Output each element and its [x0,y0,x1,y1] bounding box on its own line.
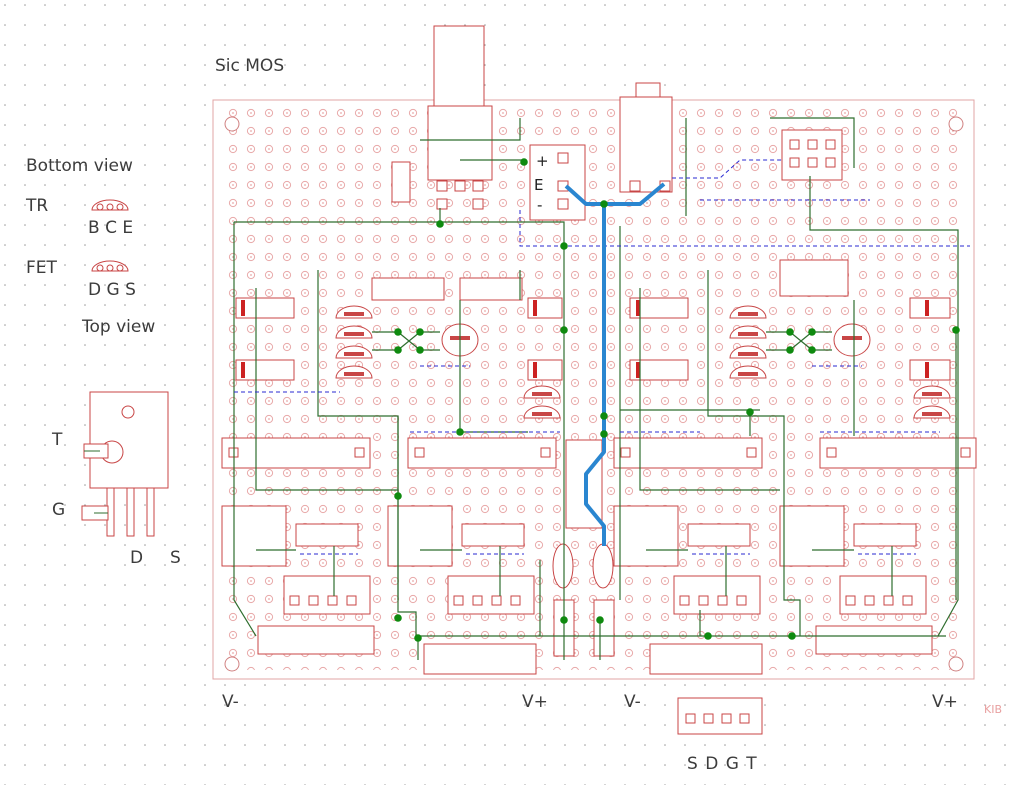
pkg-t-label: T [52,430,63,450]
capacitor [552,543,574,589]
board-title: Sic MOS [215,56,285,76]
mount-hole-bl [224,656,240,672]
trimmer-pot[interactable] [221,505,287,567]
resistor [295,523,359,547]
pkg-s-label: S [170,548,181,568]
pin-header-4[interactable] [447,575,535,615]
fet-label: FET [26,258,57,278]
fet-pinout-symbol [91,260,129,272]
bottom-view-label: Bottom view [26,156,133,176]
resistor-long [257,625,375,655]
resistor [459,277,523,301]
resistor [853,523,917,547]
resistor-long [423,643,537,675]
solder-junctions [394,158,960,642]
resistor [779,259,849,297]
sdgt-connector[interactable] [677,697,763,735]
minus-label: - [537,196,543,214]
trimmer-pot[interactable] [387,505,453,567]
fet-pins-label: D G S [88,280,136,300]
pkg-g-label: G [52,500,66,520]
audio-jack[interactable] [619,82,673,193]
plus-label: + [536,152,549,170]
resistor-long [407,437,557,469]
diode [909,297,951,319]
e-label: E [534,176,544,194]
pin-header-4[interactable] [283,575,371,615]
diode [235,359,295,381]
resistor-long [613,437,763,469]
power-left-pos-label: V+ [522,692,548,712]
tr-label: TR [26,196,49,216]
pin-header-4[interactable] [839,575,927,615]
mount-hole-tr [948,116,964,132]
diode [629,297,689,319]
power-right-pos-label: V+ [932,692,958,712]
resistor-long [221,437,371,469]
top-view-label: Top view [82,317,156,337]
resistor-long [815,625,933,655]
resistor-long [649,643,763,675]
tr-pins-label: B C E [88,218,134,238]
resistor [687,523,751,547]
resistor [461,523,525,547]
mount-hole-br [948,656,964,672]
tr-pinout-symbol [91,199,129,211]
pin-header-4[interactable] [673,575,761,615]
trimmer-pot[interactable] [779,505,845,567]
dip-switch[interactable] [781,129,843,181]
dc-jack[interactable] [427,25,493,210]
trimmer-pot[interactable] [613,505,679,567]
power-right-neg-label: V- [624,692,641,712]
diode [629,359,689,381]
resistor-long [819,437,977,469]
sic-mosfet-package-drawing [81,391,169,537]
mount-hole-tl [224,116,240,132]
diode [909,359,951,381]
power-bus-wire [564,182,666,546]
resistor-vertical [593,599,615,657]
sdgt-pins-label: S D G T [687,754,758,774]
input-connector[interactable] [529,144,586,221]
corner-tag-label: KIB [984,703,1003,716]
diode [235,297,295,319]
resistor [371,277,445,301]
pkg-d-label: D [130,548,144,568]
capacitor [592,543,614,589]
resistor-top [391,161,411,203]
power-left-neg-label: V- [222,692,239,712]
